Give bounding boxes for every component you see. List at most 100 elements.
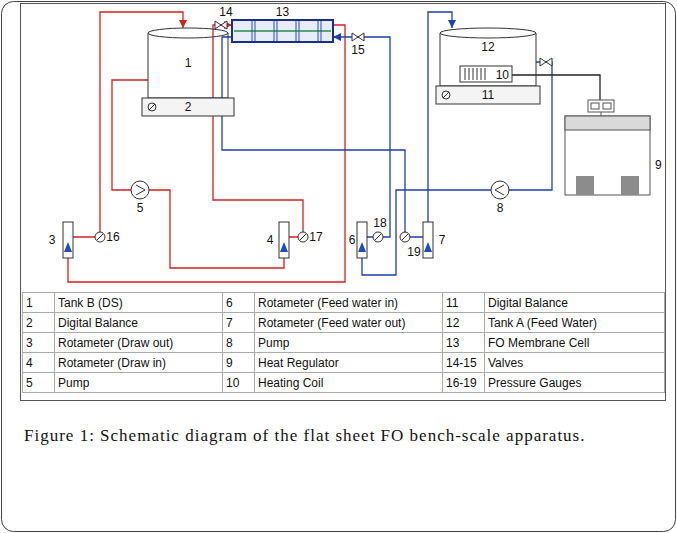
node-label: 1 — [185, 56, 192, 70]
table-cell: 1 — [26, 296, 33, 310]
table-cell: 3 — [26, 336, 33, 350]
table-cell: 12 — [446, 316, 459, 330]
table-cell: 16-19 — [446, 376, 477, 390]
table-cell: Rotameter (Feed water out) — [258, 316, 405, 330]
table-cell: Pump — [258, 336, 289, 350]
table-cell: Tank A (Feed Water) — [488, 316, 597, 330]
table-cell: 9 — [226, 356, 233, 370]
rotameter-symbol — [357, 222, 367, 258]
pipe-line — [222, 12, 452, 237]
heating-coil: 10 — [460, 66, 512, 84]
table-grid — [23, 293, 665, 393]
tank-wall — [148, 33, 228, 98]
table-rule — [23, 332, 665, 333]
tank-wall — [440, 33, 536, 86]
coil-windings — [465, 68, 485, 80]
regulator-top — [565, 116, 650, 130]
pipe-line — [333, 37, 552, 275]
gauge-needle — [402, 234, 408, 240]
callout-number: 16 — [106, 230, 119, 244]
table-cell: Heat Regulator — [258, 356, 339, 370]
table-rule — [254, 293, 255, 393]
valve-symbol — [215, 21, 227, 29]
table-rule — [222, 293, 223, 393]
rotameter-symbol — [63, 222, 73, 258]
heating-coil-box — [460, 66, 512, 82]
valve-symbol — [540, 58, 552, 66]
gauge-needle — [375, 234, 381, 240]
gauge-dial — [373, 232, 383, 242]
table-cell: 5 — [26, 376, 33, 390]
table-cell: Digital Balance — [58, 316, 138, 330]
balance-icon — [442, 91, 450, 99]
table-cell: Valves — [488, 356, 523, 370]
pump-symbol — [491, 181, 509, 199]
display-stem — [601, 112, 602, 116]
table-border — [23, 293, 665, 393]
heat-regulator — [565, 100, 650, 195]
table-cell: Pressure Gauges — [488, 376, 581, 390]
table-rule — [23, 312, 665, 313]
rotameter-float — [64, 242, 72, 252]
callout-number: 5 — [137, 201, 144, 215]
figure-frame — [21, 4, 666, 401]
table-cell: Digital Balance — [488, 296, 568, 310]
callout-number: 4 — [267, 233, 274, 247]
rotameter-tube — [279, 222, 289, 258]
pump-body — [491, 181, 509, 199]
table-cell: Rotameter (Feed water in) — [258, 296, 398, 310]
rotameter-tube — [63, 222, 73, 258]
pipe-line — [68, 12, 345, 282]
table-cell: 2 — [26, 316, 33, 330]
pump-mark — [136, 185, 145, 195]
regulator-body — [565, 116, 650, 195]
cell-spacers — [252, 21, 321, 41]
feed-tank — [436, 28, 552, 104]
pipe-line — [112, 25, 303, 268]
table-cell: FO Membrane Cell — [488, 336, 589, 350]
pump-body — [131, 181, 149, 199]
draw-tank — [142, 28, 234, 116]
rotameter-symbol — [279, 222, 289, 258]
gauge-dial — [95, 232, 105, 242]
table-rule — [442, 293, 443, 393]
callout-number: 9 — [655, 158, 662, 172]
table-cell: Pump — [58, 376, 89, 390]
callout-number: 15 — [351, 43, 364, 57]
rotameter-float — [424, 242, 432, 252]
node-label: 2 — [185, 100, 192, 114]
callout-number: 17 — [309, 230, 322, 244]
table-cell: 13 — [446, 336, 459, 350]
pressure-gauge — [95, 232, 410, 242]
regulator-foot — [576, 176, 594, 195]
cell-body — [232, 20, 333, 42]
regulator-display — [588, 100, 614, 112]
figure-caption: Figure 1: Schematic diagram of the flat … — [24, 424, 636, 448]
node-label: 12 — [481, 40, 494, 54]
callout-number: 18 — [373, 216, 386, 230]
rotameter-symbol — [423, 222, 433, 258]
table-cell: Heating Coil — [258, 376, 323, 390]
callout-number: 8 — [497, 201, 504, 215]
table-cell: Rotameter (Draw out) — [58, 336, 173, 350]
valve-symbol — [352, 33, 364, 41]
heat-regulator: 9 — [565, 100, 650, 195]
gauge-dial — [298, 232, 308, 242]
tank-top — [440, 28, 536, 38]
node-label: 11 — [482, 88, 494, 102]
rotameter-tube — [357, 222, 367, 258]
display-window — [591, 103, 599, 109]
callout-number: 13 — [232, 5, 333, 19]
table-cell: 7 — [226, 316, 233, 330]
callout-number: 7 — [439, 233, 446, 247]
gauge-dial — [400, 232, 410, 242]
balance-icon — [148, 103, 156, 111]
balance-body — [436, 86, 540, 104]
rotameter-float — [358, 242, 366, 252]
balance-body — [142, 98, 234, 116]
callout-number: 3 — [49, 233, 56, 247]
